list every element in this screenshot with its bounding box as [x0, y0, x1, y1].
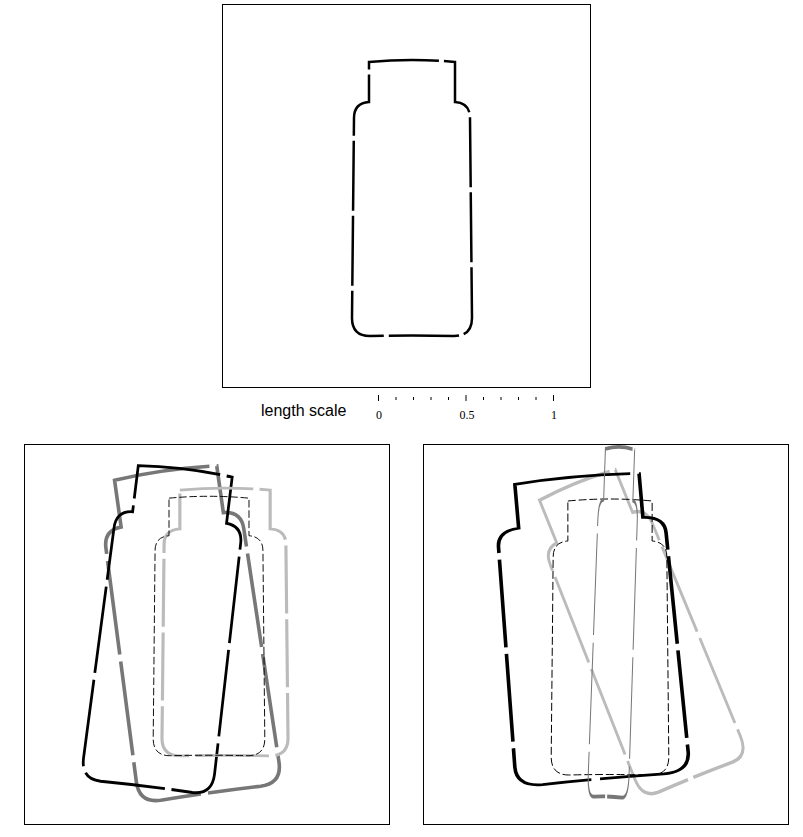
bottle-outline — [153, 496, 265, 755]
bottle-outline — [352, 60, 472, 336]
panel-frame — [25, 445, 390, 825]
scale-value: 0.5 — [460, 409, 475, 421]
scale-title: length scale — [261, 403, 346, 419]
bottle-outline — [551, 499, 669, 775]
bottle-outline — [162, 488, 288, 756]
bottle-outline — [81, 461, 251, 795]
panel-frame — [223, 5, 591, 388]
panel-frame — [424, 445, 789, 825]
scale-ticks — [379, 395, 554, 401]
bottle-outline — [524, 462, 749, 799]
bottle-outline — [587, 446, 640, 798]
scale-value: 1 — [551, 409, 557, 421]
scale-value: 0 — [376, 409, 382, 421]
